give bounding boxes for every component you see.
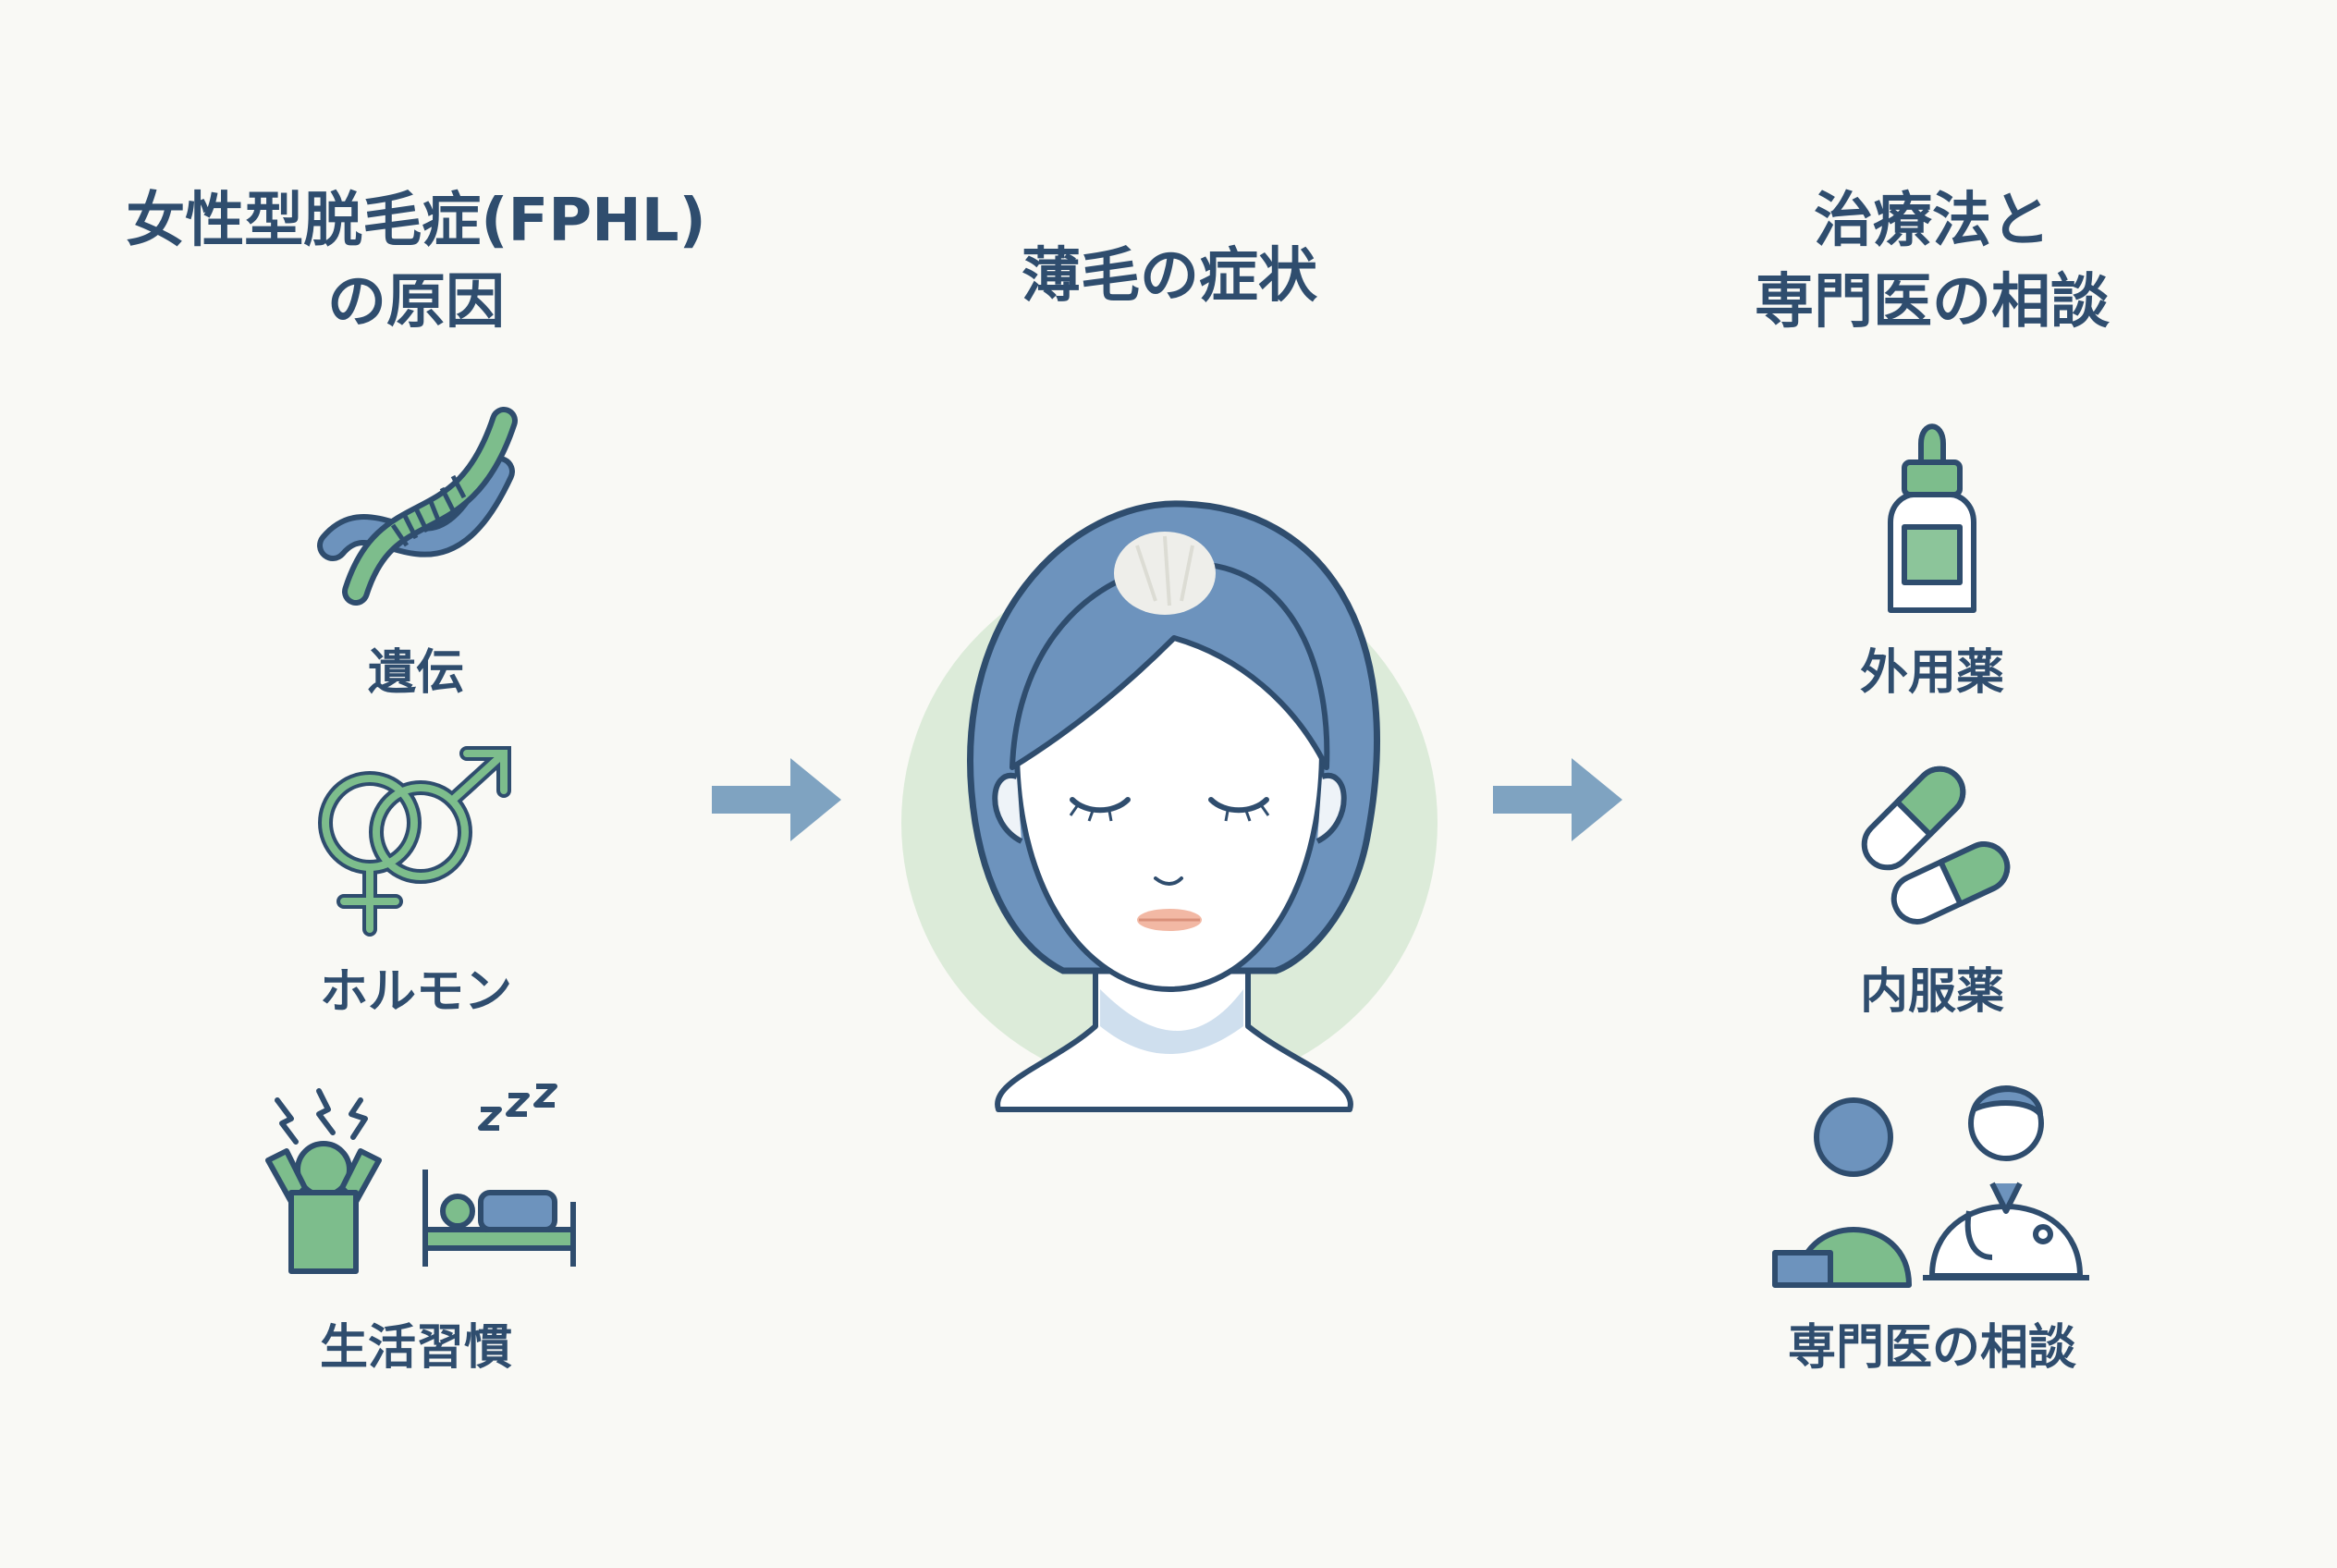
dropper-bottle-icon <box>1888 423 1976 613</box>
causes-title: 女性型脱毛症(FPHL) の原因 <box>126 187 706 337</box>
label-oral: 内服薬 <box>1859 964 2004 1020</box>
gender-symbols-icon <box>318 746 511 937</box>
capsules-icon <box>1861 766 2011 925</box>
arrow-right-icon <box>712 758 841 841</box>
doctor-consultation-icon <box>1772 1085 2089 1288</box>
label-lifestyle: 生活習慣 <box>319 1320 512 1376</box>
stress-sleep-icon <box>265 1084 576 1274</box>
symptoms-title: 薄毛の症状 <box>1022 242 1317 311</box>
treatment-title: 治療法と 専門医の相談 <box>1755 187 2110 337</box>
label-hormones: ホルモン <box>319 964 512 1020</box>
dna-icon <box>317 407 518 606</box>
label-genetics: 遺伝 <box>367 645 464 701</box>
label-topical: 外用薬 <box>1859 645 2004 701</box>
woman-thinning-hair-icon <box>901 500 1438 1112</box>
label-specialist: 専門医の相談 <box>1787 1320 2076 1376</box>
arrow-right-icon <box>1493 758 1622 841</box>
